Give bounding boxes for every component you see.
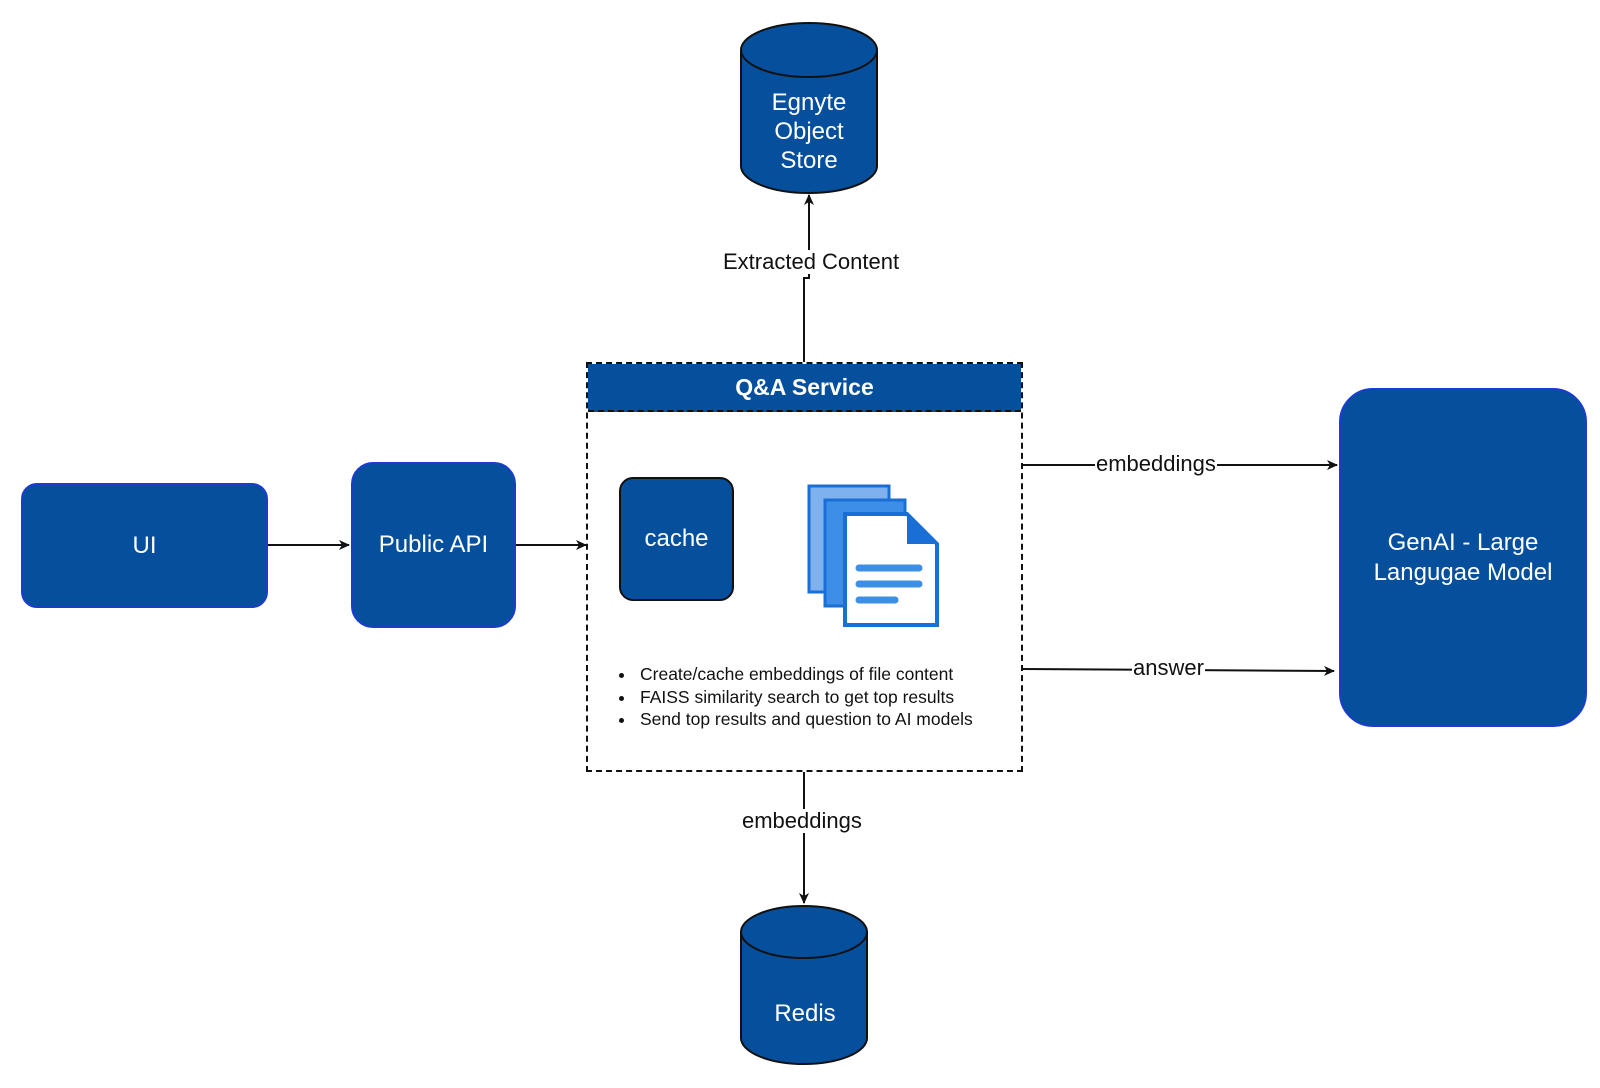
cache-node-label: cache (644, 525, 709, 552)
qa-bullet: FAISS similarity search to get top resul… (636, 686, 973, 709)
object-store-cylinder[interactable] (740, 22, 878, 194)
ui-node[interactable]: UI (21, 483, 268, 608)
embeddings-genai-label: embeddings (1095, 451, 1217, 476)
qa-service-title: Q&A Service (735, 373, 874, 400)
cache-node[interactable]: cache (619, 477, 734, 601)
redis-cylinder[interactable] (740, 905, 868, 1065)
qa-service-bullets: Create/cache embeddings of file content … (612, 663, 973, 731)
answer-label: answer (1132, 655, 1205, 680)
qa-bullet: Create/cache embeddings of file content (636, 663, 973, 686)
ui-node-label: UI (132, 531, 157, 559)
qa-service-header: Q&A Service (588, 364, 1021, 412)
qa-service-container[interactable]: Q&A Service Create/cache embeddings of f… (586, 362, 1023, 772)
extracted-content-label: Extracted Content (722, 249, 901, 274)
object-store-label-line: Object (774, 118, 844, 145)
edge-qa-to-object-store (803, 194, 814, 362)
qa-bullet: Send top results and question to AI mode… (636, 708, 973, 731)
embeddings-redis-label: embeddings (741, 808, 863, 833)
genai-node-label: GenAI - Large Langugae Model (1373, 528, 1553, 586)
public-api-node-label: Public API (378, 531, 489, 558)
documents-icon (807, 484, 939, 627)
object-store-label: Egnyte Object Store (745, 88, 873, 175)
genai-node[interactable]: GenAI - Large Langugae Model (1339, 388, 1587, 727)
redis-label: Redis (774, 1000, 836, 1027)
object-store-label-line: Egnyte (771, 89, 847, 116)
object-store-label-line: Store (780, 147, 838, 174)
public-api-node[interactable]: Public API (351, 462, 516, 628)
